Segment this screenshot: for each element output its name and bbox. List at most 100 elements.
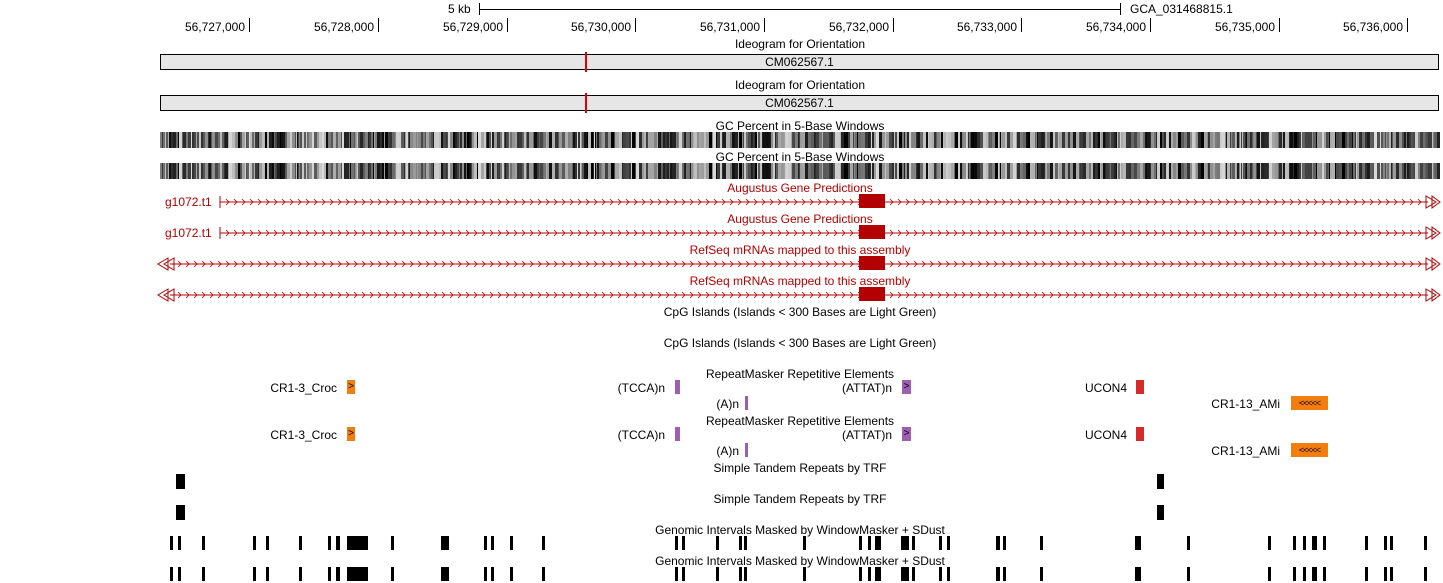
exon-block[interactable] bbox=[859, 287, 885, 301]
repeat-element[interactable] bbox=[745, 396, 748, 410]
masked-interval[interactable] bbox=[178, 567, 181, 581]
tandem-repeat[interactable] bbox=[1157, 474, 1164, 489]
masked-interval[interactable] bbox=[178, 536, 181, 550]
masked-interval[interactable] bbox=[1303, 567, 1306, 581]
masked-interval[interactable] bbox=[253, 536, 256, 550]
masked-interval[interactable] bbox=[1424, 536, 1427, 550]
masked-interval[interactable] bbox=[1135, 567, 1141, 581]
repeat-label-cr1-13-ami[interactable]: CR1-13_AMi bbox=[1211, 397, 1280, 411]
masked-interval[interactable] bbox=[1312, 536, 1317, 550]
masked-interval[interactable] bbox=[803, 567, 806, 581]
masked-interval[interactable] bbox=[947, 567, 950, 581]
masked-interval[interactable] bbox=[1303, 536, 1306, 550]
masked-interval[interactable] bbox=[1390, 536, 1393, 550]
masked-interval[interactable] bbox=[1312, 567, 1317, 581]
repeat-label-a-n[interactable]: (A)n bbox=[716, 397, 739, 411]
gene-label[interactable]: g1072.t1 bbox=[165, 195, 212, 209]
masked-interval[interactable] bbox=[875, 536, 881, 550]
masked-interval[interactable] bbox=[336, 567, 340, 581]
repeat-element[interactable] bbox=[675, 380, 680, 394]
masked-interval[interactable] bbox=[1135, 536, 1141, 550]
masked-interval[interactable] bbox=[1323, 567, 1326, 581]
windowmasker-track[interactable] bbox=[160, 567, 1440, 583]
repeat-element[interactable]: > bbox=[902, 380, 911, 394]
masked-interval[interactable] bbox=[1384, 536, 1387, 550]
gc-percent-track[interactable] bbox=[160, 163, 1440, 179]
repeat-element[interactable]: > bbox=[347, 427, 355, 441]
masked-interval[interactable] bbox=[682, 536, 685, 550]
masked-interval[interactable] bbox=[947, 536, 950, 550]
masked-interval[interactable] bbox=[996, 567, 1000, 581]
repeat-label-ucon4[interactable]: UCON4 bbox=[1084, 381, 1127, 395]
masked-interval[interactable] bbox=[542, 536, 545, 550]
tandem-repeat[interactable] bbox=[176, 474, 185, 489]
repeat-label-attat[interactable]: (ATTAT)n bbox=[842, 428, 892, 442]
masked-interval[interactable] bbox=[1293, 567, 1296, 581]
masked-interval[interactable] bbox=[1187, 567, 1190, 581]
masked-interval[interactable] bbox=[716, 567, 719, 581]
masked-interval[interactable] bbox=[542, 567, 545, 581]
gene-model[interactable] bbox=[218, 194, 1443, 210]
masked-interval[interactable] bbox=[1293, 536, 1296, 550]
masked-interval[interactable] bbox=[744, 536, 747, 550]
masked-interval[interactable] bbox=[1390, 567, 1393, 581]
masked-interval[interactable] bbox=[1003, 567, 1006, 581]
gene-model[interactable] bbox=[218, 225, 1443, 241]
masked-interval[interactable] bbox=[391, 567, 394, 581]
repeat-label-cr1-3-croc[interactable]: CR1-3_Croc bbox=[270, 381, 337, 395]
masked-interval[interactable] bbox=[739, 567, 742, 581]
repeat-label-ucon4[interactable]: UCON4 bbox=[1084, 428, 1127, 442]
masked-interval[interactable] bbox=[716, 536, 719, 550]
masked-interval[interactable] bbox=[491, 536, 494, 550]
masked-interval[interactable] bbox=[170, 536, 173, 550]
repeat-element[interactable] bbox=[675, 427, 680, 441]
repeat-element[interactable] bbox=[745, 443, 748, 457]
masked-interval[interactable] bbox=[328, 536, 331, 550]
masked-interval[interactable] bbox=[859, 536, 862, 550]
repeat-label-cr1-3-croc[interactable]: CR1-3_Croc bbox=[270, 428, 337, 442]
masked-interval[interactable] bbox=[1040, 567, 1043, 581]
masked-interval[interactable] bbox=[803, 536, 806, 550]
masked-interval[interactable] bbox=[510, 567, 513, 581]
repeat-element[interactable]: > bbox=[347, 380, 355, 394]
repeat-element[interactable]: <<<<< bbox=[1291, 396, 1328, 410]
repeat-label-cr1-13-ami[interactable]: CR1-13_AMi bbox=[1211, 444, 1280, 458]
gc-percent-track[interactable] bbox=[160, 132, 1440, 148]
refseq-alignment[interactable] bbox=[156, 256, 1443, 272]
masked-interval[interactable] bbox=[901, 567, 909, 581]
masked-interval[interactable] bbox=[1268, 536, 1271, 550]
masked-interval[interactable] bbox=[510, 536, 513, 550]
masked-interval[interactable] bbox=[868, 536, 871, 550]
masked-interval[interactable] bbox=[859, 567, 862, 581]
masked-interval[interactable] bbox=[484, 536, 487, 550]
masked-interval[interactable] bbox=[170, 567, 173, 581]
tandem-repeat[interactable] bbox=[1157, 505, 1164, 520]
masked-interval[interactable] bbox=[1424, 567, 1427, 581]
masked-interval[interactable] bbox=[682, 567, 685, 581]
masked-interval[interactable] bbox=[1365, 536, 1368, 550]
repeat-element[interactable] bbox=[1136, 427, 1144, 441]
masked-interval[interactable] bbox=[1268, 567, 1271, 581]
masked-interval[interactable] bbox=[939, 536, 942, 550]
masked-interval[interactable] bbox=[266, 536, 269, 550]
masked-interval[interactable] bbox=[266, 567, 269, 581]
masked-interval[interactable] bbox=[299, 536, 302, 550]
masked-interval[interactable] bbox=[391, 536, 394, 550]
masked-interval[interactable] bbox=[441, 536, 449, 550]
masked-interval[interactable] bbox=[328, 567, 331, 581]
exon-block[interactable] bbox=[859, 225, 885, 239]
refseq-alignment[interactable] bbox=[156, 287, 1443, 303]
masked-interval[interactable] bbox=[484, 567, 487, 581]
masked-interval[interactable] bbox=[1187, 536, 1190, 550]
masked-interval[interactable] bbox=[1323, 536, 1326, 550]
masked-interval[interactable] bbox=[675, 567, 678, 581]
exon-block[interactable] bbox=[859, 194, 885, 208]
repeat-element[interactable] bbox=[1136, 380, 1144, 394]
masked-interval[interactable] bbox=[347, 567, 368, 581]
repeat-label-tcca[interactable]: (TCCA)n bbox=[617, 381, 665, 395]
gene-label[interactable]: g1072.t1 bbox=[165, 226, 212, 240]
masked-interval[interactable] bbox=[336, 536, 340, 550]
masked-interval[interactable] bbox=[1040, 536, 1043, 550]
masked-interval[interactable] bbox=[491, 567, 494, 581]
exon-block[interactable] bbox=[859, 256, 885, 270]
